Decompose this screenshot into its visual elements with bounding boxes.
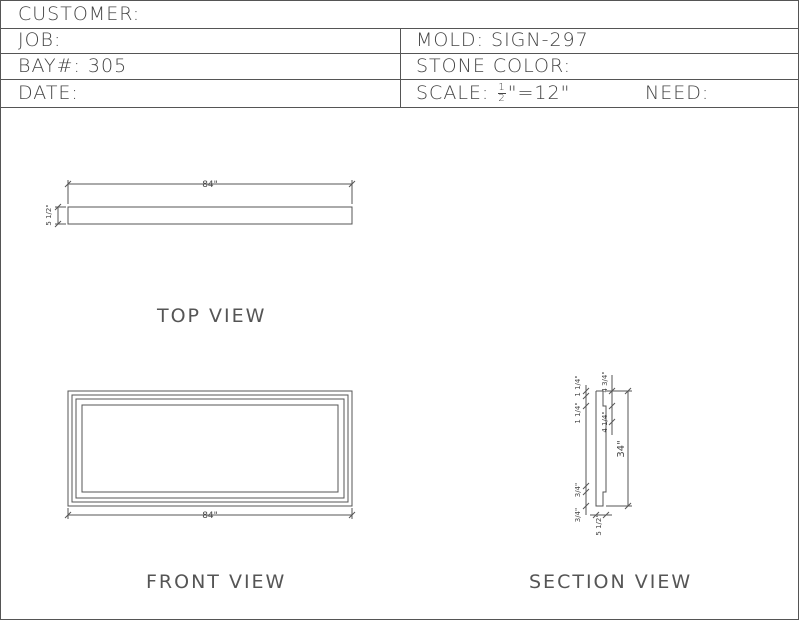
front-view-width-dim: 84" xyxy=(202,511,218,521)
bay-label: BAY#: 305 xyxy=(18,55,128,77)
front-view-width-tick-right xyxy=(348,511,356,519)
section-right-tick-2 xyxy=(608,402,616,410)
section-view-label: SECTION VIEW xyxy=(529,571,693,593)
section-dim-top-left: 1 1/4" xyxy=(574,375,582,396)
job-label: JOB: xyxy=(18,29,62,51)
top-view-width-dim: 84" xyxy=(202,180,218,190)
section-dim-bottom-left: 3/4" xyxy=(574,508,582,523)
scale-fraction-numerator: 1 xyxy=(498,82,506,94)
section-left-tick-1 xyxy=(582,387,590,395)
front-view-panel xyxy=(81,404,339,493)
title-row-divider-3 xyxy=(0,79,799,80)
section-left-tick-3 xyxy=(582,402,590,410)
title-row-divider-1 xyxy=(0,28,799,29)
title-column-divider xyxy=(400,28,401,107)
mold-label: MOLD: SIGN-297 xyxy=(416,29,589,51)
title-row-divider-2 xyxy=(0,53,799,54)
section-left-tick-4 xyxy=(582,482,590,490)
section-right-tick-3 xyxy=(608,418,616,426)
section-dim-lower-left: 3/4" xyxy=(574,483,582,498)
customer-label: CUSTOMER: xyxy=(18,3,141,25)
top-view-width-tick-right xyxy=(348,180,356,188)
scale-fraction-denominator: 2 xyxy=(498,93,506,104)
section-dim-mid-left: 1 1/4" xyxy=(574,402,582,423)
top-view-width-tick-left xyxy=(64,180,72,188)
section-dim-mid-right: 4 1/4" xyxy=(601,411,609,432)
front-view-rim-2 xyxy=(75,398,345,499)
top-view-outline xyxy=(67,206,353,225)
scale-prefix: SCALE: xyxy=(416,82,497,104)
section-left-tick-5 xyxy=(582,488,590,496)
scale-suffix: "=12" xyxy=(507,82,571,104)
top-view-thickness-dim: 5 1/2" xyxy=(45,204,53,225)
section-depth-tick-left xyxy=(592,511,600,519)
section-dim-depth: 5 1/2" xyxy=(595,514,603,535)
top-view-thk-tick-top xyxy=(54,203,62,211)
section-left-tick-6 xyxy=(582,502,590,510)
section-height-tick-bot xyxy=(624,502,632,510)
front-view-rim-1 xyxy=(71,394,349,503)
section-profile xyxy=(595,390,607,507)
date-label: DATE: xyxy=(18,82,79,104)
section-height-dim: 34" xyxy=(616,440,627,457)
section-dim-top-right: 4 3/4" xyxy=(601,371,609,392)
stone-color-label: STONE COLOR: xyxy=(416,55,571,77)
section-left-tick-2 xyxy=(582,392,590,400)
section-height-tick-top xyxy=(624,387,632,395)
top-view-thk-tick-bot xyxy=(54,220,62,228)
top-view-label: TOP VIEW xyxy=(157,305,267,327)
section-depth-tick-right xyxy=(602,511,610,519)
title-block-bottom xyxy=(0,107,799,108)
section-right-tick-1 xyxy=(608,387,616,395)
front-view-width-tick-left xyxy=(64,511,72,519)
need-label: NEED: xyxy=(645,82,710,104)
front-view-label: FRONT VIEW xyxy=(146,571,287,593)
front-view-outer xyxy=(67,390,353,507)
